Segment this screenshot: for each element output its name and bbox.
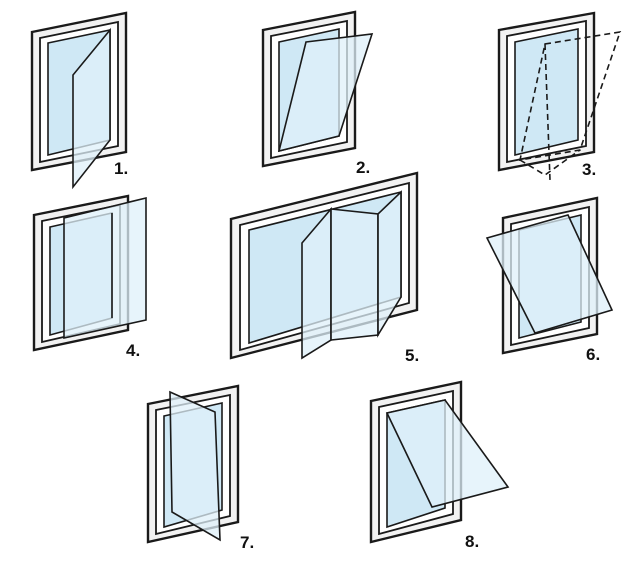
window-4-label: 4. (126, 341, 140, 360)
window-4-sash (63, 196, 147, 339)
window-8: 8. (369, 380, 510, 551)
window-2-label: 2. (356, 158, 370, 177)
window-6-sash (485, 214, 614, 334)
window-5-panel-2 (330, 208, 379, 341)
window-3-label: 3. (582, 160, 596, 179)
window-6: 6. (485, 196, 614, 364)
window-3-sash-edge (544, 43, 551, 181)
window-4: 4. (32, 194, 147, 360)
window-5: 5. (229, 171, 419, 365)
window-5-label: 5. (405, 346, 419, 365)
window-1-sash (72, 27, 111, 190)
window-7-label: 7. (240, 533, 254, 552)
window-7-sash (169, 390, 221, 542)
window-1-label: 1. (114, 159, 128, 178)
window-8-label: 8. (465, 532, 479, 551)
window-2-sash (277, 33, 374, 153)
window-3: 3. (497, 11, 622, 181)
window-3-glass (514, 28, 579, 157)
window-1: 1. (30, 11, 128, 190)
window-8-sash (385, 399, 510, 508)
window-6-label: 6. (586, 345, 600, 364)
window-5-panel-3 (377, 190, 402, 338)
window-7: 7. (146, 384, 254, 552)
window-2: 2. (261, 10, 374, 177)
